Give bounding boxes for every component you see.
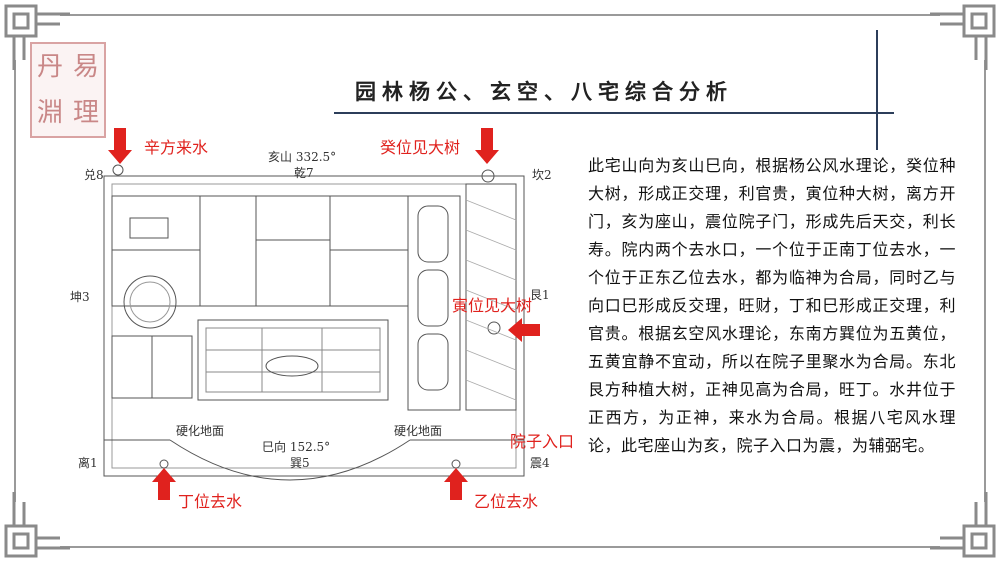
arrow-down-icon [108, 128, 132, 164]
frame-left-line [14, 60, 16, 502]
label-ding-water-out: 丁位去水 [178, 492, 243, 511]
trigram-xun: 巽5 [290, 456, 310, 470]
drain-ding [159, 459, 169, 469]
orientation-facing: 巳向 152.5° [262, 440, 331, 454]
analysis-description: 此宅山向为亥山巳向，根据杨公风水理论，癸位种大树，形成正交理，利官贵，寅位种大树… [588, 156, 956, 455]
corner-ornament-top-left [4, 4, 70, 70]
corner-ornament-bottom-right [930, 492, 996, 558]
arrow-up-icon [444, 468, 468, 500]
trigram-zhen: 震4 [530, 456, 550, 470]
frame-bottom-line [60, 546, 940, 548]
arrow-left-icon [508, 318, 540, 342]
site-boundary [103, 175, 525, 477]
trigram-kan: 坎2 [532, 168, 552, 182]
frame-top-line [60, 14, 940, 16]
round-table [123, 275, 177, 329]
well [112, 164, 124, 176]
title-accent-vertical-line [876, 30, 878, 150]
frame-right-line [984, 60, 986, 502]
front-yard-arc [169, 439, 411, 481]
arrow-down-icon [475, 128, 499, 164]
drain-yi [451, 459, 461, 469]
courtyard-pond [197, 319, 389, 401]
trigram-qian: 乾7 [294, 166, 314, 180]
seal-logo: 丹 易 淵 理 [30, 42, 106, 138]
trigram-li: 离1 [78, 456, 98, 470]
paving-right: 硬化地面 [394, 424, 443, 438]
tree-gui [481, 169, 495, 183]
seal-char-2: 易 [72, 52, 99, 82]
orientation-mountain: 亥山 332.5° [268, 150, 337, 164]
label-gui-tree: 癸位见大树 [380, 138, 461, 157]
corner-ornament-top-right [930, 4, 996, 70]
label-yi-water-out: 乙位去水 [474, 492, 539, 511]
corner-ornament-bottom-left [4, 492, 70, 558]
seal-char-1: 丹 [36, 52, 63, 82]
label-xin-water-in: 辛方来水 [144, 138, 209, 157]
trigram-gen: 艮1 [530, 288, 550, 302]
east-garden [465, 183, 517, 411]
page-title: 园林杨公、玄空、八宅综合分析 [355, 80, 733, 104]
paving-left: 硬化地面 [176, 424, 225, 438]
house-outline [111, 195, 409, 307]
label-yin-tree: 寅位见大树 [452, 296, 533, 315]
tree-yin [487, 321, 501, 335]
seal-char-3: 淵 [36, 98, 63, 128]
arrow-up-icon [152, 468, 176, 500]
title-underline [334, 112, 894, 114]
parking-area [407, 195, 461, 411]
trigram-kun: 坤3 [70, 290, 90, 304]
seal-char-4: 理 [72, 98, 99, 128]
trigram-dui: 兑8 [84, 168, 104, 182]
label-yard-entrance: 院子入口 [510, 432, 575, 451]
